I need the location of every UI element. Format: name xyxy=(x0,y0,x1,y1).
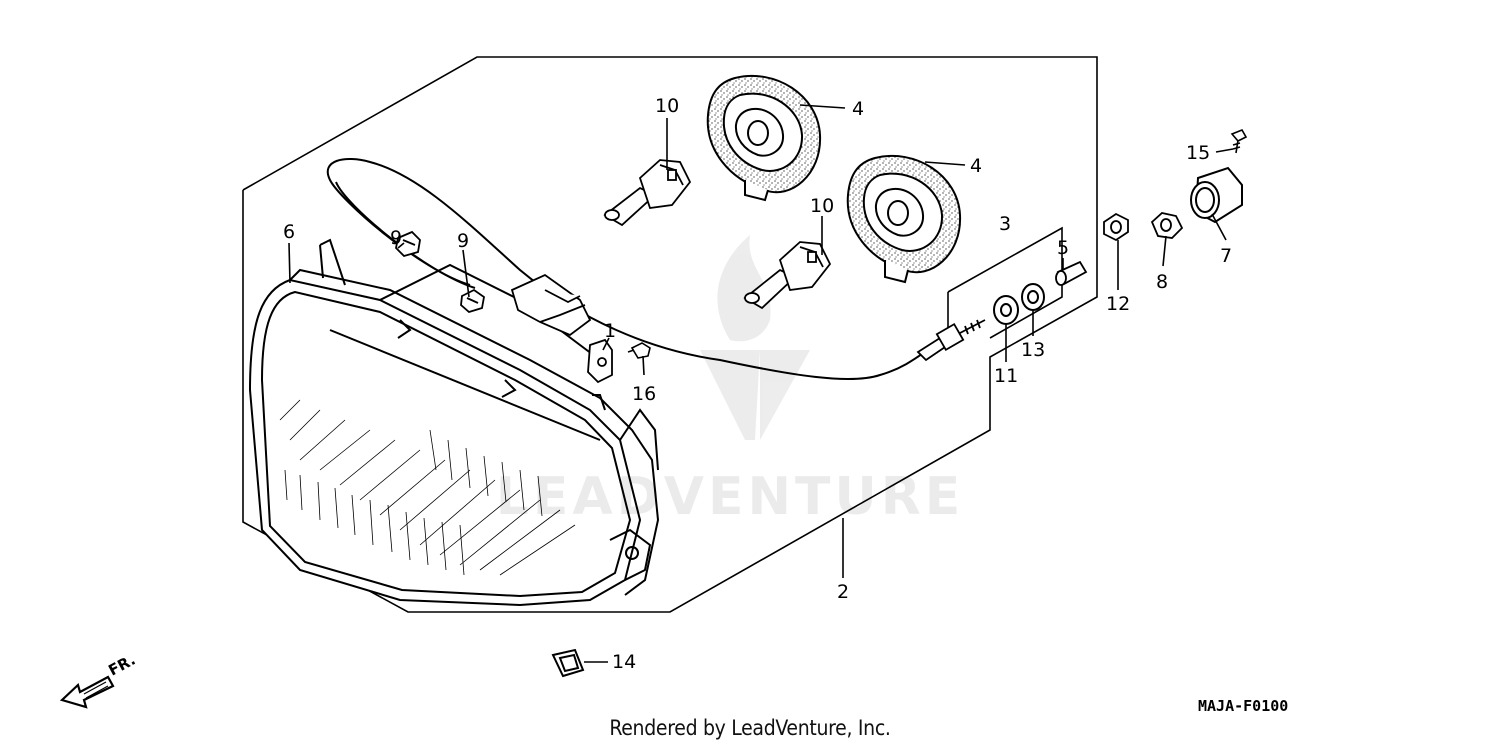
dust-cover-4-a xyxy=(706,74,822,202)
washer-11 xyxy=(993,295,1019,325)
screw-9-a xyxy=(395,230,421,258)
dust-cover-4-b xyxy=(846,154,962,284)
direction-label: FR. xyxy=(105,651,138,680)
headlight-assembly xyxy=(248,238,660,607)
callout-14: 14 xyxy=(612,651,636,673)
callout-16: 16 xyxy=(632,383,656,405)
footer-credit: Rendered by LeadVenture, Inc. xyxy=(609,716,891,740)
screw-9-b xyxy=(460,288,485,314)
diagram-code: MAJA-F0100 xyxy=(1198,697,1289,715)
watermark-text: LEADVENTURE xyxy=(495,467,965,527)
clip-14 xyxy=(551,648,585,678)
callout-4-b: 4 xyxy=(970,155,982,177)
callout-labels: 1 2 3 4 4 5 6 7 8 9 9 10 10 11 12 13 14 … xyxy=(283,95,1232,673)
wire-harness xyxy=(326,158,936,380)
socket-bracket xyxy=(510,273,613,384)
callout-11: 11 xyxy=(994,365,1018,387)
callout-9-a: 9 xyxy=(390,227,402,249)
callout-8: 8 xyxy=(1156,271,1168,293)
front-direction-arrow-icon xyxy=(59,675,115,709)
nut-12 xyxy=(1103,212,1129,242)
callout-2: 2 xyxy=(837,581,849,603)
callout-9-b: 9 xyxy=(457,230,469,252)
leadventure-logo-watermark xyxy=(700,235,810,440)
bulb-10-b xyxy=(743,241,832,310)
callout-15: 15 xyxy=(1186,142,1210,164)
callout-3: 3 xyxy=(999,213,1011,235)
callout-12: 12 xyxy=(1106,293,1130,315)
callout-5: 5 xyxy=(1057,237,1069,259)
screw-15 xyxy=(1230,128,1248,154)
washer-13 xyxy=(1021,283,1045,311)
screw-16 xyxy=(627,342,651,359)
callout-7: 7 xyxy=(1220,245,1232,267)
callout-6: 6 xyxy=(283,221,295,243)
adjuster-bolt-3 xyxy=(916,319,986,362)
knob-7 xyxy=(1190,166,1243,224)
callout-4-a: 4 xyxy=(852,98,864,120)
callout-1: 1 xyxy=(604,320,616,342)
leader-lines xyxy=(288,104,1234,663)
bulb-10-a xyxy=(603,159,692,227)
callout-13: 13 xyxy=(1021,339,1045,361)
nut-8 xyxy=(1150,212,1184,239)
callout-10-a: 10 xyxy=(655,95,679,117)
callout-10-b: 10 xyxy=(810,195,834,217)
collar-5 xyxy=(1055,260,1088,286)
